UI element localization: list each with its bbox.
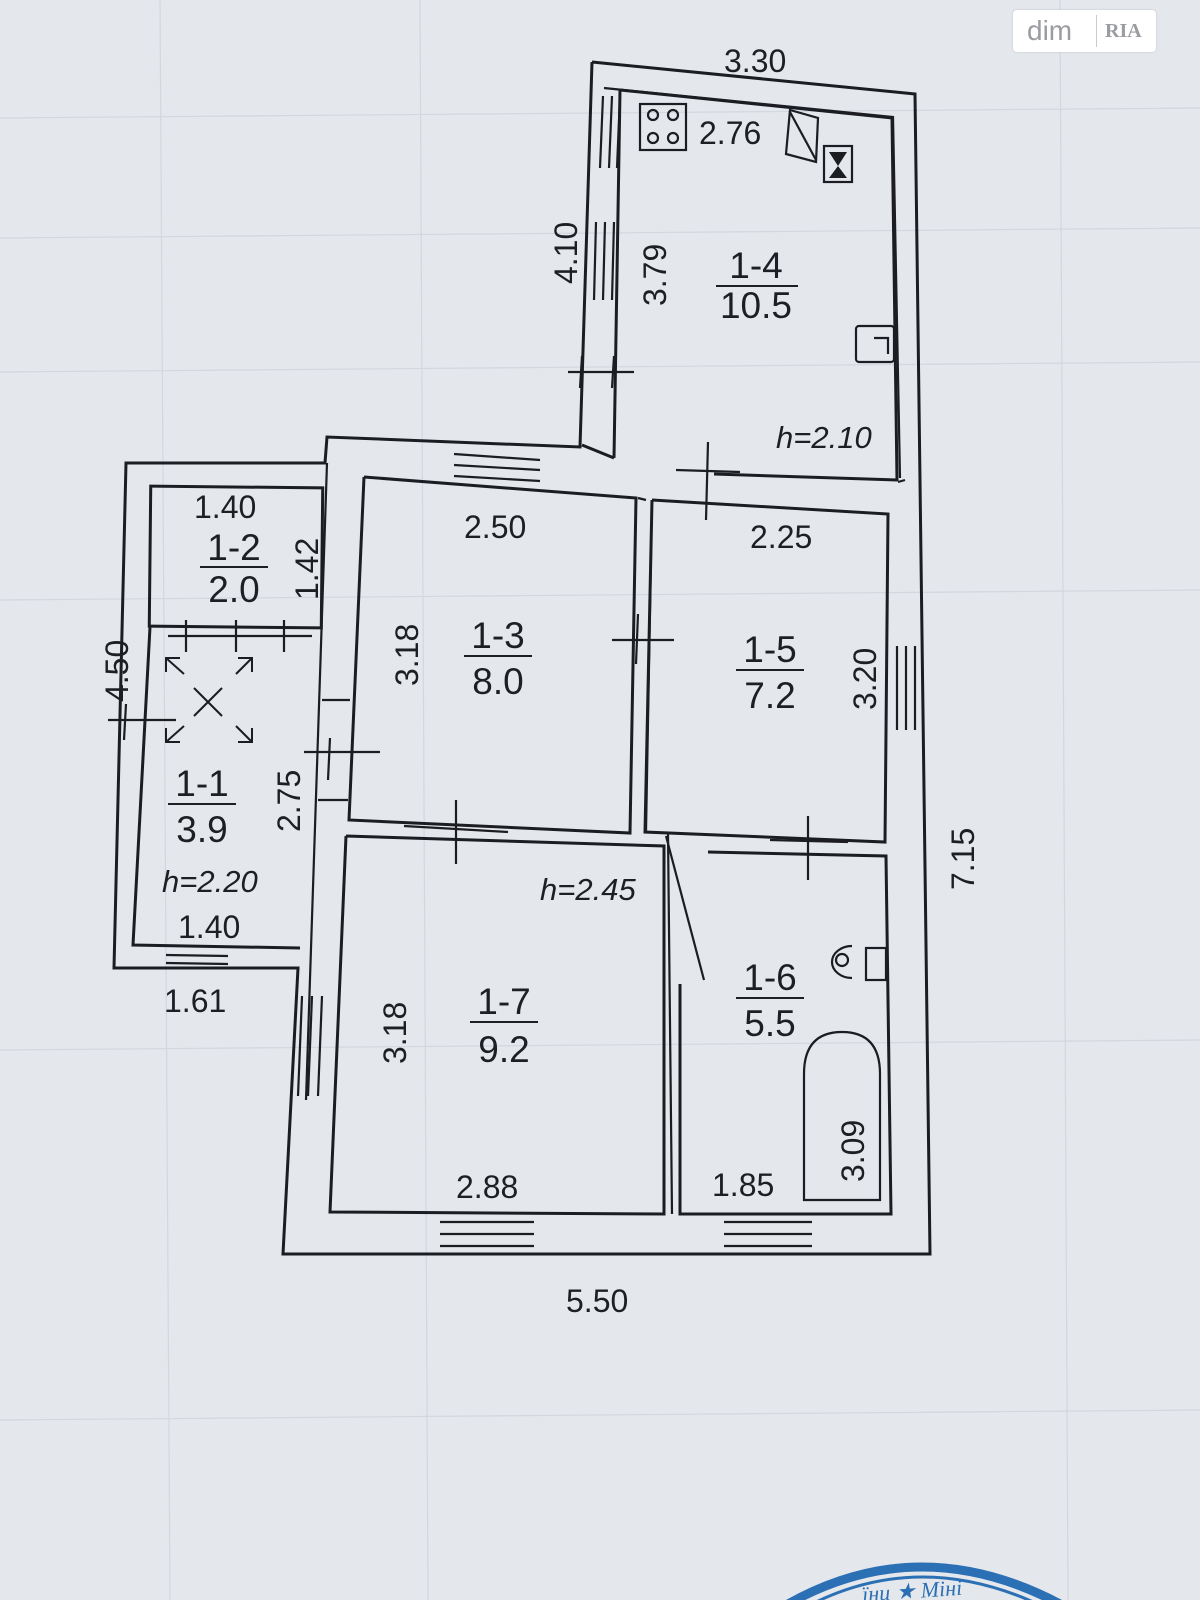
dim-r14-width: 2.76 [699,115,761,151]
room-1-3-id: 1-3 [471,615,524,656]
room-1-2-id: 1-2 [207,527,260,568]
room-1-7-label: 1-7 9.2 [470,981,538,1070]
room-1-3-area: 8.0 [472,661,523,702]
dim-ria-logo[interactable]: dim RIA [1013,10,1156,52]
room-1-4-id: 1-4 [729,245,782,286]
dim-r12-width: 1.40 [194,489,256,525]
dim-r17-width: 2.88 [456,1169,518,1205]
room-1-3-walls [347,475,638,835]
window-1-3-top [453,452,541,483]
room-1-4-area: 10.5 [720,285,792,326]
dim-r13-width: 2.50 [464,509,526,545]
height-1-1: h=2.20 [162,864,258,899]
stairwell-symbol [165,657,253,743]
toilet-icon [830,944,888,982]
dim-r17-height: 3.18 [377,1002,413,1064]
room-1-6-label: 1-6 5.5 [736,957,804,1044]
room-1-1-label: 1-1 3.9 [168,763,236,850]
doors [108,355,849,981]
dim-r13-height: 3.18 [389,624,425,686]
room-1-5-label: 1-5 7.2 [736,629,804,716]
logo-dim-text: dim [1027,15,1073,46]
window-1-5-right [895,646,917,730]
window-1-4-top-left [598,95,622,169]
dim-right-outer: 7.15 [945,828,981,890]
room-1-4-walls [581,88,899,482]
room-1-7-id: 1-7 [477,981,530,1022]
window-1-1-bottom [165,953,229,966]
room-1-2-area: 2.0 [208,569,259,610]
room-1-6-walls [678,850,893,1216]
room-1-1-area: 3.9 [176,809,227,850]
boiler-icon [784,108,820,164]
dim-r14-outer-height: 4.10 [548,222,584,284]
height-1-4: h=2.10 [776,420,872,455]
dim-bath-length: 3.09 [835,1120,871,1182]
dim-left-bottom: 1.61 [164,983,226,1019]
dim-r11-height: 2.75 [271,770,307,832]
windows [165,95,917,1248]
sink-icon [854,324,896,364]
room-1-5-area: 7.2 [744,675,795,716]
heater-icon [822,144,854,184]
room-labels: 1-4 10.5 1-2 2.0 1-3 8.0 1-5 7.2 1-1 3.9… [168,245,804,1070]
room-1-7-area: 9.2 [478,1029,529,1070]
room-1-6-area: 5.5 [744,1003,795,1044]
ceiling-heights: h=2.10 h=2.20 h=2.45 [162,420,872,907]
dim-r16-width: 1.85 [712,1167,774,1203]
dim-bottom-outer: 5.50 [566,1283,628,1319]
window-1-7-left [296,995,324,1097]
dim-r15-width: 2.25 [750,519,812,555]
room-1-6-id: 1-6 [743,957,796,998]
window-1-7-bottom [440,1220,534,1248]
room-1-1-walls [131,626,301,950]
stove-icon [638,102,688,152]
dim-left-outer: 4.50 [99,640,135,702]
room-1-2-label: 1-2 2.0 [200,527,268,610]
height-main: h=2.45 [540,872,636,907]
room-1-1-id: 1-1 [175,763,228,804]
dimension-labels: 3.30 2.76 4.10 3.79 2.50 2.25 1.40 1.42 … [99,43,981,1319]
dim-r12-height: 1.42 [289,538,325,600]
logo-divider [1096,15,1097,47]
window-1-4-left [592,221,616,301]
dim-r11-width: 1.40 [178,909,240,945]
bathtub-icon [802,1030,882,1202]
room-1-3-label: 1-3 8.0 [464,615,532,702]
logo-ria-text: RIA [1105,20,1142,42]
dim-r15-height: 3.20 [847,648,883,710]
room-1-7-walls [328,834,666,1216]
room-1-5-id: 1-5 [743,629,796,670]
outer-walls [112,60,932,1256]
dim-r14-height: 3.79 [637,244,673,306]
room-1-4-label: 1-4 10.5 [716,245,798,326]
window-1-6-bottom [724,1220,812,1248]
dim-top-outer: 3.30 [724,43,786,79]
inner-walls [304,462,906,1215]
